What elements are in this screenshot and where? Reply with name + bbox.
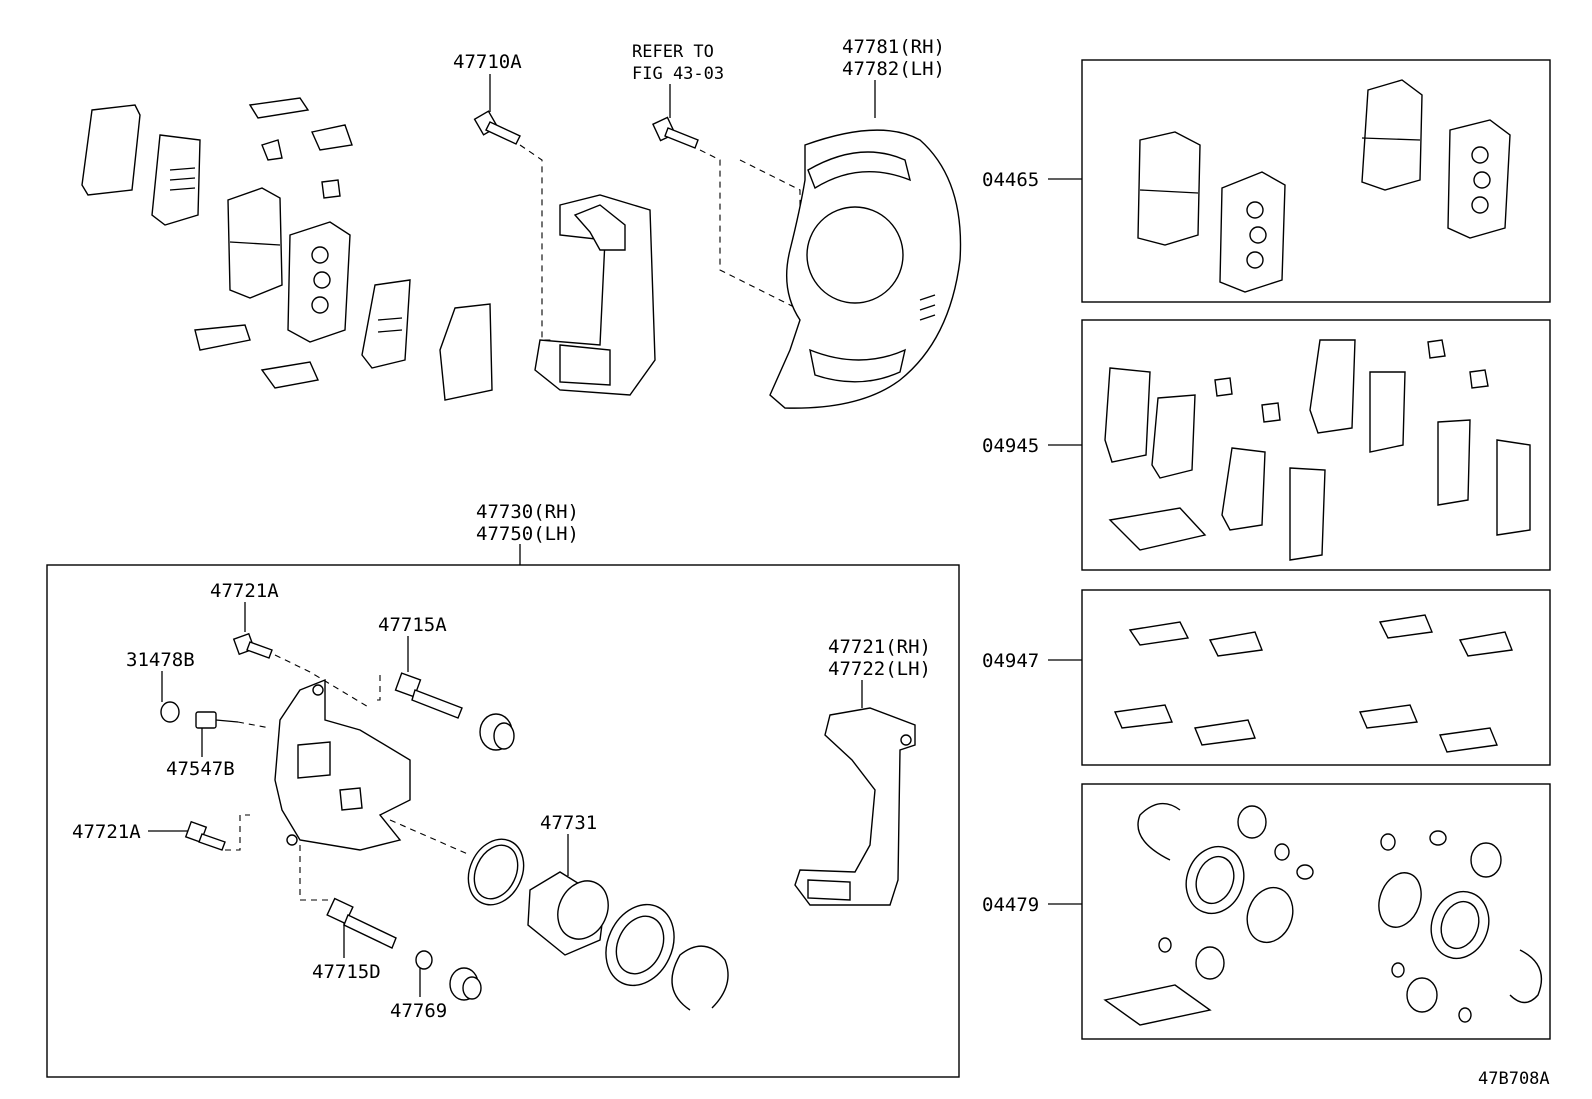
- piston-seal: [467, 838, 525, 906]
- kit-04465-parts: [1137, 79, 1511, 293]
- label-04465: 04465: [982, 169, 1039, 191]
- label-47730: 47730(RH): [476, 501, 579, 523]
- cap-31478B: [160, 701, 180, 723]
- bracket-47721: [794, 707, 916, 906]
- bolt-47721A-top: [232, 632, 273, 659]
- mounting-bracket-top: [534, 194, 656, 396]
- label-fig-43-03: FIG 43-03: [632, 64, 724, 84]
- label-31478B: 31478B: [126, 649, 195, 671]
- kit-box-04465: [1081, 59, 1551, 303]
- slide-pin-47715A: [394, 672, 463, 719]
- label-47715D: 47715D: [312, 961, 381, 983]
- bleeder-47547B: [195, 711, 239, 729]
- label-47769: 47769: [390, 1000, 447, 1022]
- dash-47721A-left: [225, 814, 250, 851]
- dash-47715D: [299, 845, 330, 901]
- dash-47715A: [372, 675, 381, 701]
- kit-box-04479: [1081, 783, 1551, 1040]
- piston-boot: [605, 903, 675, 987]
- label-47781: 47781(RH): [842, 36, 945, 58]
- slide-pin-47715D: [326, 897, 397, 949]
- leader-lines: [148, 74, 1082, 997]
- label-47721A-top: 47721A: [210, 580, 279, 602]
- label-04479: 04479: [982, 894, 1039, 916]
- dash-piston: [389, 819, 471, 856]
- label-47721A-left: 47721A: [72, 821, 141, 843]
- label-47722: 47722(LH): [828, 658, 931, 680]
- bolt-refer-fig: [652, 116, 699, 149]
- label-refer-to: REFER TO: [632, 42, 714, 62]
- dash-shield: [739, 159, 801, 270]
- dash-47547B: [237, 721, 271, 729]
- label-47547B: 47547B: [166, 758, 235, 780]
- kit-box-04947: [1081, 589, 1551, 766]
- piston-47731: [527, 871, 609, 956]
- dash-bolt-shield: [699, 149, 801, 311]
- label-47721: 47721(RH): [828, 636, 931, 658]
- label-47750: 47750(LH): [476, 523, 579, 545]
- label-47782: 47782(LH): [842, 58, 945, 80]
- label-04945: 04945: [982, 435, 1039, 457]
- dash-bolt-bracket: [519, 144, 555, 341]
- figure-code: 47B708A: [1478, 1069, 1550, 1089]
- label-47715A: 47715A: [378, 614, 447, 636]
- kit-04947-parts: [1113, 614, 1513, 753]
- boot-47715A: [479, 713, 515, 751]
- label-47731: 47731: [540, 812, 597, 834]
- bolt-47721A-left: [184, 820, 226, 851]
- caliper-body: [274, 678, 411, 851]
- dash-47721A-top: [274, 654, 371, 709]
- dust-shield: [769, 129, 962, 409]
- snap-ring: [671, 945, 729, 1011]
- label-04947: 04947: [982, 650, 1039, 672]
- label-47710A: 47710A: [453, 51, 522, 73]
- caliper-assembly-box: [46, 564, 960, 1078]
- boot-47715D: [449, 967, 482, 1001]
- bolt-47710A: [473, 110, 521, 145]
- kit-04479-parts: [1103, 802, 1543, 1026]
- pad-parts-top-left: [81, 97, 493, 401]
- bushing-47769: [415, 950, 433, 970]
- kit-04945-parts: [1104, 339, 1531, 561]
